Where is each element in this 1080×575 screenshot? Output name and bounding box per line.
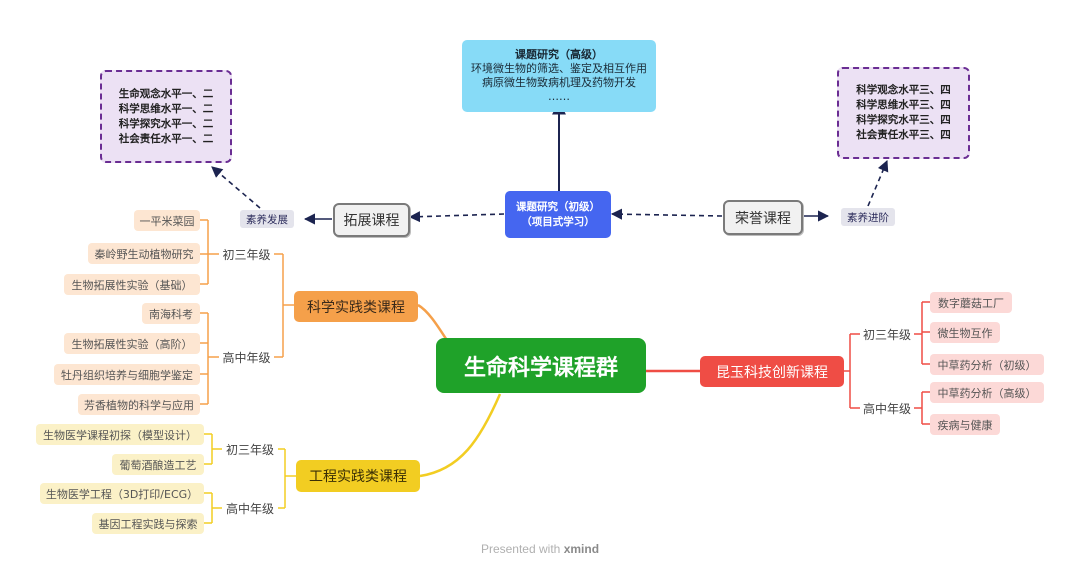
footer-attribution: Presented with xmind: [0, 542, 1080, 556]
kunyu-senior-item[interactable]: 疾病与健康: [930, 414, 1000, 435]
honor-levels-box[interactable]: 科学观念水平三、四 科学思维水平三、四 科学探究水平三、四 社会责任水平三、四: [837, 67, 970, 159]
honor-course[interactable]: 荣誉课程: [723, 200, 803, 235]
kunyu-senior-item[interactable]: 中草药分析（高级）: [930, 382, 1044, 403]
science-junior-item[interactable]: 一平米菜园: [134, 210, 200, 231]
extension-level: 科学思维水平一、二: [118, 102, 214, 115]
research-advanced-line: ……: [548, 90, 570, 103]
engineering-junior-item[interactable]: 生物医学课程初探（模型设计）: [36, 424, 204, 445]
engineering-grade-senior[interactable]: 高中年级: [225, 501, 274, 516]
extension-tag[interactable]: 素养发展: [240, 210, 294, 228]
science-junior-item[interactable]: 秦岭野生动植物研究: [88, 243, 200, 264]
engineering-junior-item[interactable]: 葡萄酒酿造工艺: [112, 454, 204, 475]
science-senior-item[interactable]: 牡丹组织培养与细胞学鉴定: [54, 364, 200, 385]
kunyu-grade-senior[interactable]: 高中年级: [862, 401, 911, 416]
research-advanced-box[interactable]: 课题研究（高级） 环境微生物的筛选、鉴定及相互作用 病原微生物致病机理及药物开发…: [462, 40, 656, 112]
extension-level: 科学探究水平一、二: [118, 117, 214, 130]
science-senior-item[interactable]: 南海科考: [142, 303, 200, 324]
honor-tag[interactable]: 素养进阶: [841, 208, 895, 226]
honor-level: 科学观念水平三、四: [856, 84, 951, 96]
kunyu-junior-item[interactable]: 微生物互作: [930, 322, 1000, 343]
honor-level: 社会责任水平三、四: [856, 129, 951, 141]
xmind-logo: xmind: [563, 542, 600, 556]
science-practice-course[interactable]: 科学实践类课程: [294, 291, 418, 322]
extension-course[interactable]: 拓展课程: [333, 203, 410, 237]
research-advanced-line: 环境微生物的筛选、鉴定及相互作用: [471, 62, 647, 75]
research-basic-title: 课题研究（初级）: [516, 200, 600, 213]
extension-level: 社会责任水平一、二: [118, 132, 214, 145]
engineering-practice-course[interactable]: 工程实践类课程: [296, 460, 420, 492]
kunyu-grade-junior[interactable]: 初三年级: [862, 327, 911, 342]
kunyu-junior-item[interactable]: 中草药分析（初级）: [930, 354, 1044, 375]
engineering-senior-item[interactable]: 生物医学工程（3D打印/ECG）: [40, 483, 204, 504]
science-senior-item[interactable]: 芳香植物的科学与应用: [78, 394, 200, 415]
research-basic-subtitle: （项目式学习）: [521, 215, 595, 228]
engineering-grade-junior[interactable]: 初三年级: [225, 442, 274, 457]
footer-prefix: Presented with: [480, 542, 561, 556]
research-advanced-title: 课题研究（高级）: [515, 48, 603, 61]
honor-level: 科学思维水平三、四: [856, 99, 951, 111]
research-advanced-line: 病原微生物致病机理及药物开发: [482, 76, 636, 89]
extension-levels-box[interactable]: 生命观念水平一、二 科学思维水平一、二 科学探究水平一、二 社会责任水平一、二: [100, 70, 232, 163]
science-grade-senior[interactable]: 高中年级: [222, 350, 271, 365]
science-grade-junior[interactable]: 初三年级: [222, 247, 271, 262]
science-junior-item[interactable]: 生物拓展性实验（基础）: [64, 274, 200, 295]
kunyu-innovation-course[interactable]: 昆玉科技创新课程: [700, 356, 844, 387]
honor-level: 科学探究水平三、四: [856, 114, 951, 126]
extension-level: 生命观念水平一、二: [118, 87, 214, 100]
research-basic-box[interactable]: 课题研究（初级） （项目式学习）: [505, 191, 611, 238]
engineering-senior-item[interactable]: 基因工程实践与探索: [92, 513, 204, 534]
science-senior-item[interactable]: 生物拓展性实验（高阶）: [64, 333, 200, 354]
central-topic[interactable]: 生命科学课程群: [436, 338, 646, 393]
kunyu-junior-item[interactable]: 数字蘑菇工厂: [930, 292, 1012, 313]
